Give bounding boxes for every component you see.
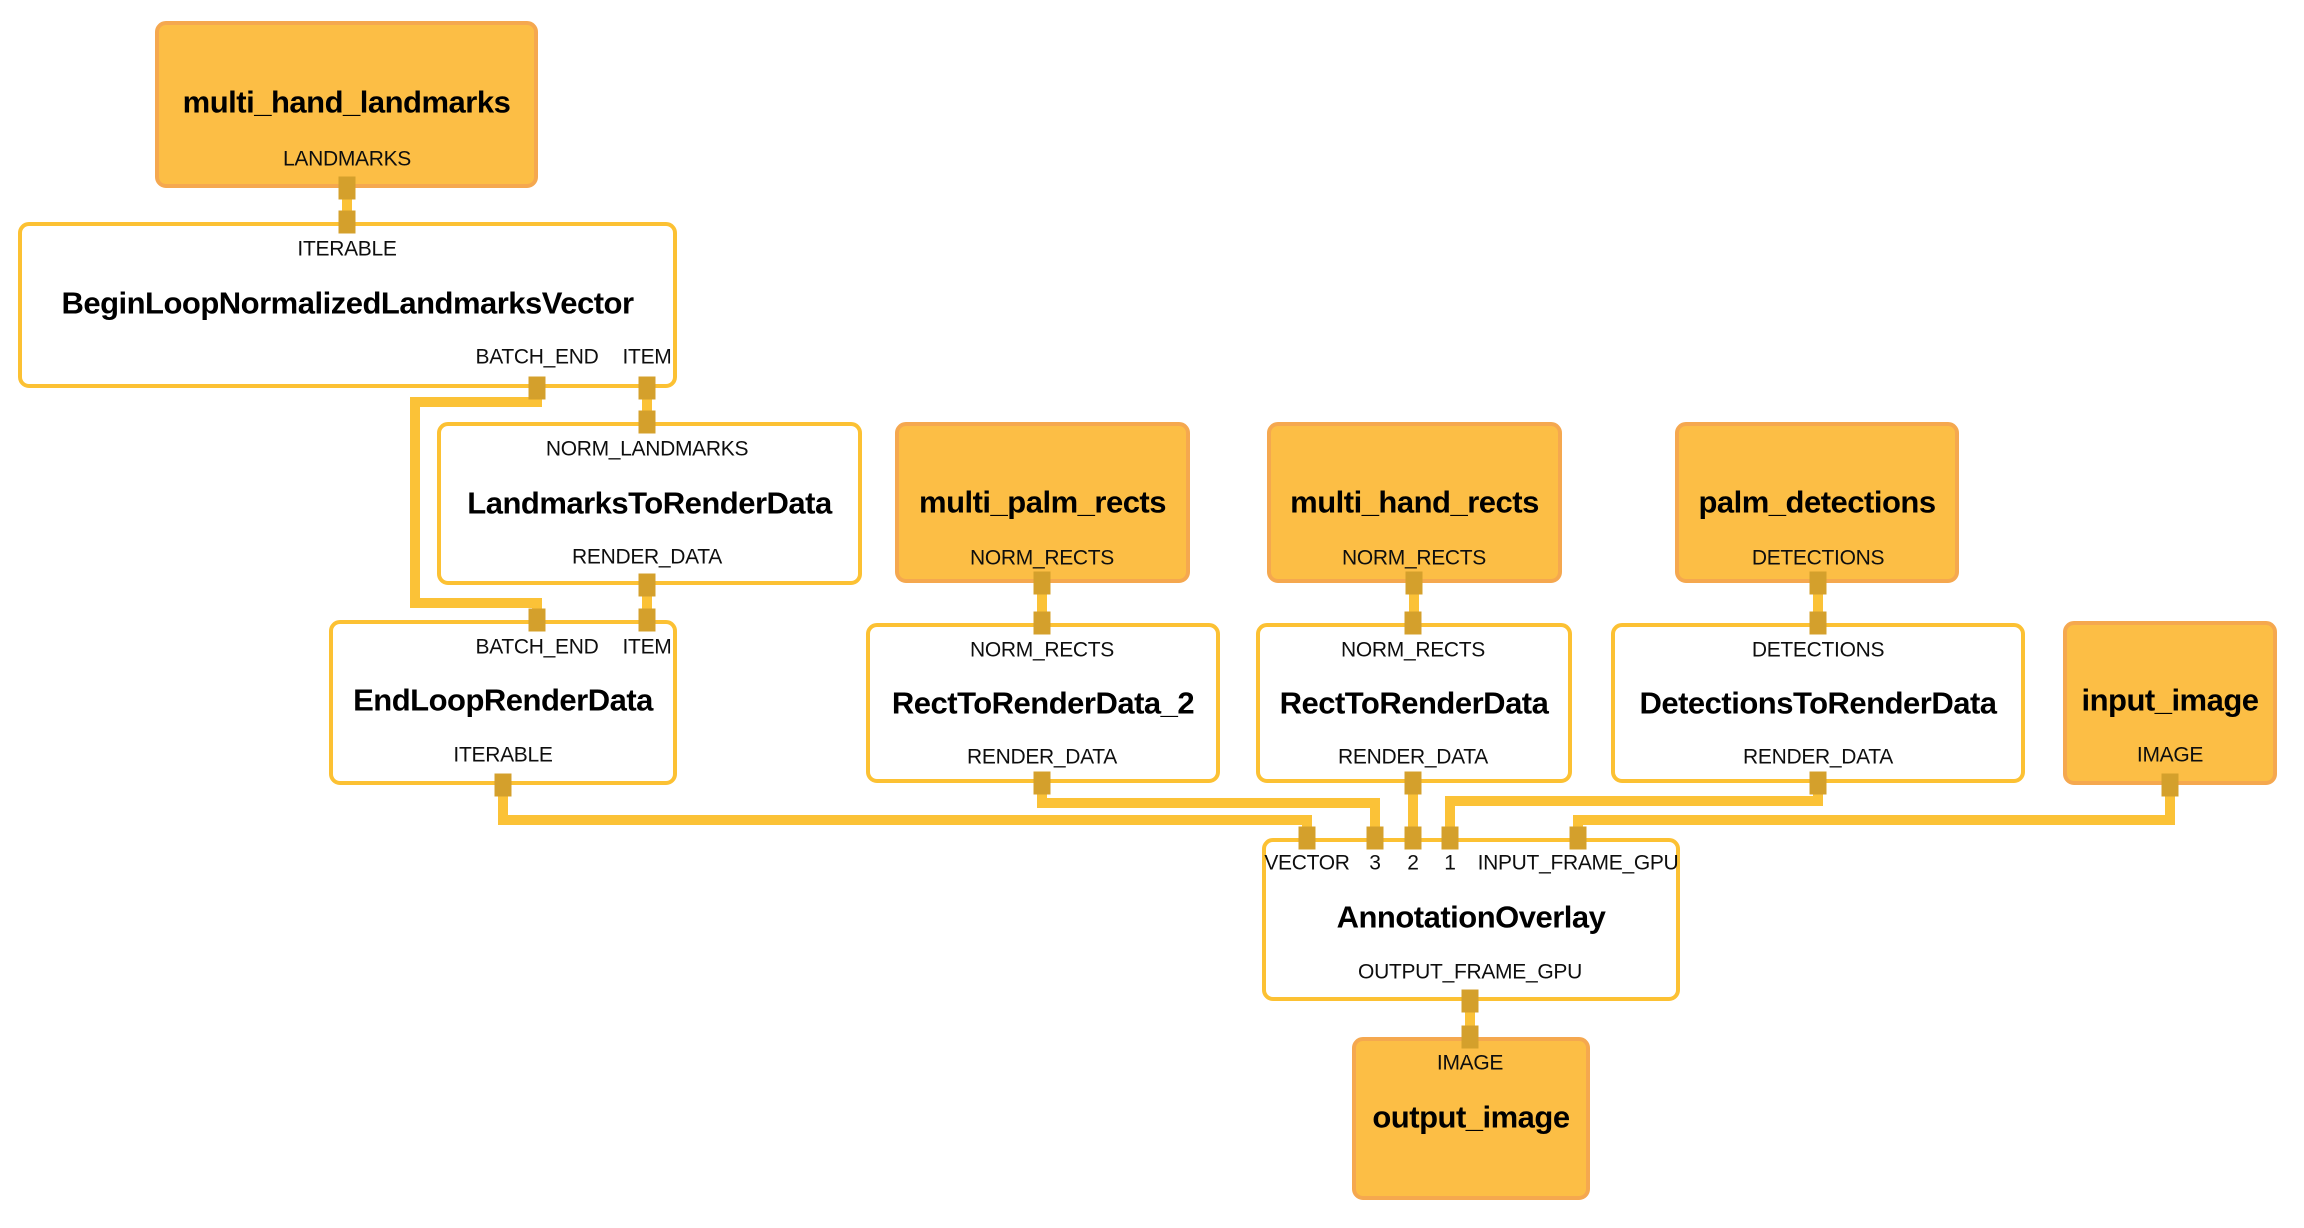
edge-DetectionsToRenderData-to-AnnotationOverlay-1 <box>1445 796 1455 843</box>
port-palm_detections-DETECTIONS[interactable] <box>1809 571 1827 595</box>
node-title-multi_hand_landmarks: multi_hand_landmarks <box>182 84 511 120</box>
node-title-output_image: output_image <box>1372 1099 1570 1135</box>
port-RectToRenderData-RENDER_DATA[interactable] <box>1404 771 1422 795</box>
edge-RectToRenderData_2-to-AnnotationOverlay-3 <box>1037 798 1380 808</box>
port-DetectionsToRenderData-RENDER_DATA[interactable] <box>1809 771 1827 795</box>
port-RectToRenderData_2-NORM_RECTS[interactable] <box>1033 611 1051 635</box>
port-AnnotationOverlay-VECTOR[interactable] <box>1298 826 1316 850</box>
node-palm_detections[interactable] <box>1675 422 1959 583</box>
port-AnnotationOverlay-3[interactable] <box>1366 826 1384 850</box>
node-title-EndLoopRenderData: EndLoopRenderData <box>353 682 653 718</box>
node-RectToRenderData_2[interactable] <box>866 623 1220 783</box>
port-label-EndLoopRenderData-BATCH_END: BATCH_END <box>475 635 599 659</box>
port-AnnotationOverlay-1[interactable] <box>1441 826 1459 850</box>
port-DetectionsToRenderData-DETECTIONS[interactable] <box>1809 611 1827 635</box>
edge-multi_palm_rects-to-RectToRenderData_2 <box>1037 578 1047 628</box>
node-input_image[interactable] <box>2063 621 2277 785</box>
port-RectToRenderData_2-RENDER_DATA[interactable] <box>1033 771 1051 795</box>
port-label-EndLoopRenderData-ITEM: ITEM <box>622 635 672 659</box>
port-label-AnnotationOverlay-OUTPUT_FRAME_GPU: OUTPUT_FRAME_GPU <box>1358 960 1582 984</box>
node-multi_hand_rects[interactable] <box>1267 422 1562 583</box>
port-input_image-IMAGE[interactable] <box>2161 773 2179 797</box>
node-title-palm_detections: palm_detections <box>1698 484 1936 520</box>
port-label-AnnotationOverlay-2: 2 <box>1407 851 1419 875</box>
port-label-AnnotationOverlay-VECTOR: VECTOR <box>1264 851 1350 875</box>
node-title-multi_palm_rects: multi_palm_rects <box>919 484 1167 520</box>
port-label-BeginLoopNormalizedLandmarksVector-BATCH_END: BATCH_END <box>475 345 599 369</box>
node-title-BeginLoopNormalizedLandmarksVector: BeginLoopNormalizedLandmarksVector <box>61 285 634 321</box>
port-label-LandmarksToRenderData-RENDER_DATA: RENDER_DATA <box>572 545 722 569</box>
node-LandmarksToRenderData[interactable] <box>437 422 862 585</box>
node-title-RectToRenderData_2: RectToRenderData_2 <box>891 685 1195 721</box>
port-label-input_image-IMAGE: IMAGE <box>2136 743 2204 767</box>
port-multi_hand_landmarks-LANDMARKS[interactable] <box>338 176 356 200</box>
port-label-BeginLoopNormalizedLandmarksVector-ITEM: ITEM <box>622 345 672 369</box>
port-BeginLoopNormalizedLandmarksVector-ITERABLE[interactable] <box>338 210 356 234</box>
port-label-RectToRenderData_2-RENDER_DATA: RENDER_DATA <box>967 745 1117 769</box>
node-title-input_image: input_image <box>2081 682 2259 718</box>
edge-DetectionsToRenderData-to-AnnotationOverlay-1 <box>1445 796 1823 806</box>
port-output_image-IMAGE[interactable] <box>1461 1025 1479 1049</box>
edge-EndLoop-ITERABLE-to-AnnotationOverlay-VECTOR <box>498 815 1312 825</box>
edge-BeginLoop-BATCH_END-to-EndLoop-BATCH_END <box>410 598 542 608</box>
port-label-AnnotationOverlay-INPUT_FRAME_GPU: INPUT_FRAME_GPU <box>1477 851 1679 875</box>
port-label-DetectionsToRenderData-DETECTIONS: DETECTIONS <box>1751 638 1885 662</box>
node-title-multi_hand_rects: multi_hand_rects <box>1290 484 1539 520</box>
edge-RectToRenderData_2-to-AnnotationOverlay-3 <box>1370 798 1380 843</box>
port-AnnotationOverlay-OUTPUT_FRAME_GPU[interactable] <box>1461 989 1479 1013</box>
node-title-LandmarksToRenderData: LandmarksToRenderData <box>467 485 832 521</box>
port-label-AnnotationOverlay-3: 3 <box>1369 851 1381 875</box>
edge-RectToRenderData-to-AnnotationOverlay-2 <box>1408 778 1418 843</box>
node-title-AnnotationOverlay: AnnotationOverlay <box>1336 899 1606 935</box>
node-title-DetectionsToRenderData: DetectionsToRenderData <box>1639 685 1997 721</box>
port-AnnotationOverlay-INPUT_FRAME_GPU[interactable] <box>1569 826 1587 850</box>
edge-LandmarksToRenderData-RENDER_DATA-to-EndLoop-ITEM <box>642 580 652 625</box>
port-label-AnnotationOverlay-1: 1 <box>1444 851 1456 875</box>
port-label-RectToRenderData-NORM_RECTS: NORM_RECTS <box>1340 638 1486 662</box>
port-label-BeginLoopNormalizedLandmarksVector-ITERABLE: ITERABLE <box>297 237 397 261</box>
port-label-RectToRenderData-RENDER_DATA: RENDER_DATA <box>1338 745 1488 769</box>
edge-BeginLoop-BATCH_END-to-EndLoop-BATCH_END <box>410 397 542 407</box>
port-BeginLoopNormalizedLandmarksVector-BATCH_END[interactable] <box>528 376 546 400</box>
edge-multi_hand_rects-to-RectToRenderData <box>1409 578 1419 628</box>
edge-AnnotationOverlay-OUTPUT_FRAME_GPU-to-output_image <box>1465 996 1475 1042</box>
node-multi_palm_rects[interactable] <box>895 422 1190 583</box>
port-label-EndLoopRenderData-ITERABLE: ITERABLE <box>453 743 553 767</box>
port-label-DetectionsToRenderData-RENDER_DATA: RENDER_DATA <box>1743 745 1893 769</box>
port-label-output_image-IMAGE: IMAGE <box>1436 1051 1504 1075</box>
edge-multi_hand_landmarks-to-BeginLoop-ITERABLE <box>342 183 352 227</box>
edge-input_image-to-AnnotationOverlay-INPUT_FRAME_GPU <box>1573 815 2175 825</box>
port-LandmarksToRenderData-RENDER_DATA[interactable] <box>638 573 656 597</box>
port-label-multi_hand_rects-NORM_RECTS: NORM_RECTS <box>1341 546 1487 570</box>
port-RectToRenderData-NORM_RECTS[interactable] <box>1404 611 1422 635</box>
node-DetectionsToRenderData[interactable] <box>1611 623 2025 783</box>
edge-EndLoop-ITERABLE-to-AnnotationOverlay-VECTOR <box>498 780 508 825</box>
port-EndLoopRenderData-BATCH_END[interactable] <box>528 608 546 632</box>
edge-BeginLoop-ITEM-to-LandmarksToRenderData-NORM_LANDMARKS <box>642 383 652 427</box>
edge-palm_detections-to-DetectionsToRenderData <box>1813 578 1823 628</box>
port-multi_palm_rects-NORM_RECTS[interactable] <box>1033 571 1051 595</box>
port-BeginLoopNormalizedLandmarksVector-ITEM[interactable] <box>638 376 656 400</box>
edge-BeginLoop-BATCH_END-to-EndLoop-BATCH_END <box>410 397 420 608</box>
port-label-palm_detections-DETECTIONS: DETECTIONS <box>1751 546 1885 570</box>
port-label-multi_hand_landmarks-LANDMARKS: LANDMARKS <box>283 147 411 171</box>
port-EndLoopRenderData-ITERABLE[interactable] <box>494 773 512 797</box>
port-AnnotationOverlay-2[interactable] <box>1404 826 1422 850</box>
edge-input_image-to-AnnotationOverlay-INPUT_FRAME_GPU <box>2165 780 2175 825</box>
port-multi_hand_rects-NORM_RECTS[interactable] <box>1405 571 1423 595</box>
node-title-RectToRenderData: RectToRenderData <box>1279 685 1549 721</box>
port-LandmarksToRenderData-NORM_LANDMARKS[interactable] <box>638 410 656 434</box>
port-EndLoopRenderData-ITEM[interactable] <box>638 608 656 632</box>
port-label-RectToRenderData_2-NORM_RECTS: NORM_RECTS <box>969 638 1115 662</box>
port-label-multi_palm_rects-NORM_RECTS: NORM_RECTS <box>969 546 1115 570</box>
port-label-LandmarksToRenderData-NORM_LANDMARKS: NORM_LANDMARKS <box>545 437 749 461</box>
